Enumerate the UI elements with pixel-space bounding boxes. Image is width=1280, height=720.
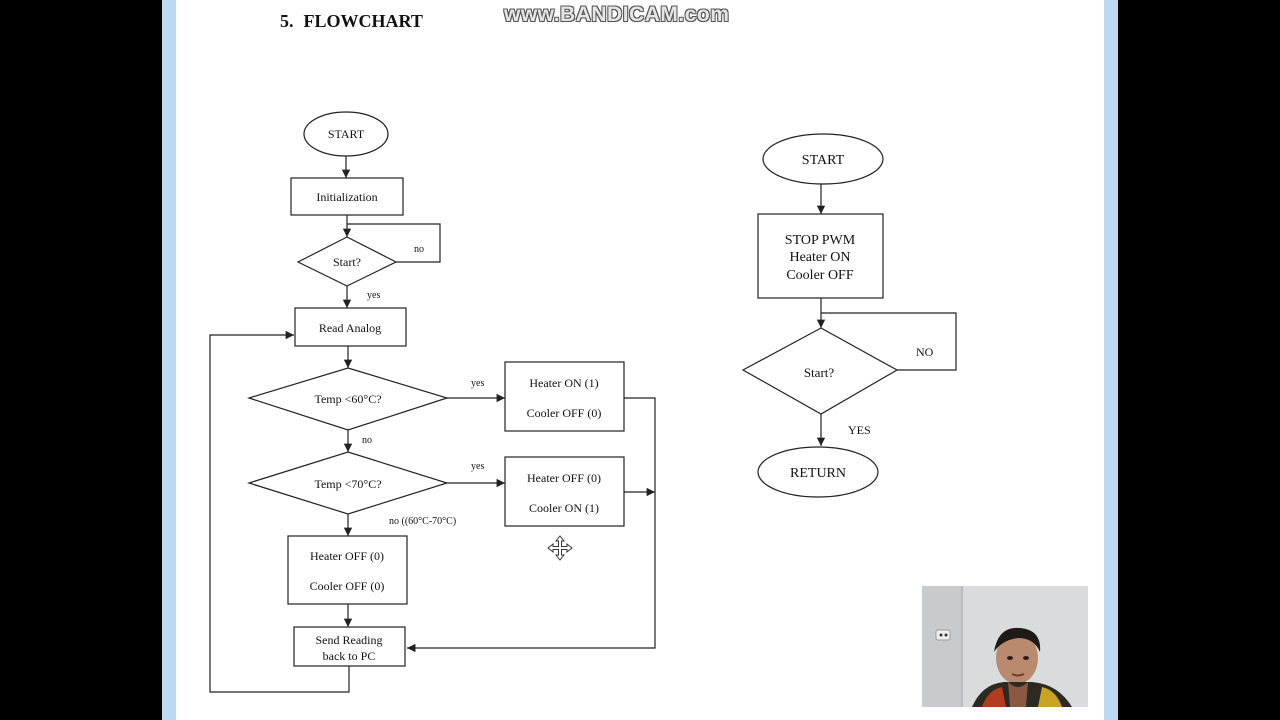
connector-send-loop-back [209,330,350,693]
temp2-yes-label: yes [471,461,484,472]
heater-on-line1: Heater ON (1) [529,376,598,390]
temp1-label: Temp <60°C? [314,392,381,406]
heater-on-process [504,361,625,432]
start-decision-label: Start? [333,255,361,269]
int-decision-label: Start? [804,365,835,380]
temp2-decision [246,451,450,515]
connector-start-no-loop [347,223,441,263]
all-off-line1: Heater OFF (0) [310,549,384,563]
temp2-no-label: no ((60°C-70°C) [389,516,456,527]
webcam-overlay [922,586,1088,707]
recorder-watermark: www.BANDICAM.com [504,3,730,26]
connector-int-no-loop [821,312,957,371]
all-off-process [287,535,408,605]
section-title: FLOWCHART [303,11,423,31]
section-heading: 5. FLOWCHART [280,11,433,32]
presenter-video [922,586,1088,707]
init-process [290,177,404,216]
cooler-on-line2: Cooler ON (1) [529,501,599,515]
return-terminator [757,446,879,498]
start-terminator [303,111,389,157]
section-number: 5. [280,11,294,31]
start-yes-label: yes [367,290,380,301]
read-analog-label: Read Analog [319,321,381,335]
start-decision [296,236,398,287]
cooler-on-line1: Heater OFF (0) [527,471,601,485]
temp1-decision [246,367,450,431]
cooler-on-process [504,456,625,527]
all-off-line2: Cooler OFF (0) [310,579,385,593]
int-start-decision [741,327,899,415]
stop-pwm-line1: STOP PWM [785,233,856,248]
stop-pwm-process [757,213,884,299]
send-reading-line1: Send Reading [316,633,383,647]
stop-pwm-line2: Heater ON [789,250,850,265]
send-reading-process [293,626,406,667]
int-start-label: START [802,153,845,168]
temp1-no-label: no [362,435,372,446]
move-cursor-icon [547,535,573,561]
heater-on-line2: Cooler OFF (0) [527,406,602,420]
connector-heater-on-merge [407,397,656,653]
stop-pwm-line3: Cooler OFF [786,268,854,283]
temp2-label: Temp <70°C? [314,477,381,491]
int-no-label: NO [916,345,934,359]
read-analog-process [294,307,407,347]
send-reading-line2: back to PC [323,649,376,663]
return-label: RETURN [790,466,846,481]
temp1-yes-label: yes [471,378,484,389]
start-no-label: no [414,244,424,255]
init-label: Initialization [316,190,377,204]
int-start-terminator [762,133,884,185]
int-yes-label: YES [848,423,871,437]
start-label: START [328,127,365,141]
